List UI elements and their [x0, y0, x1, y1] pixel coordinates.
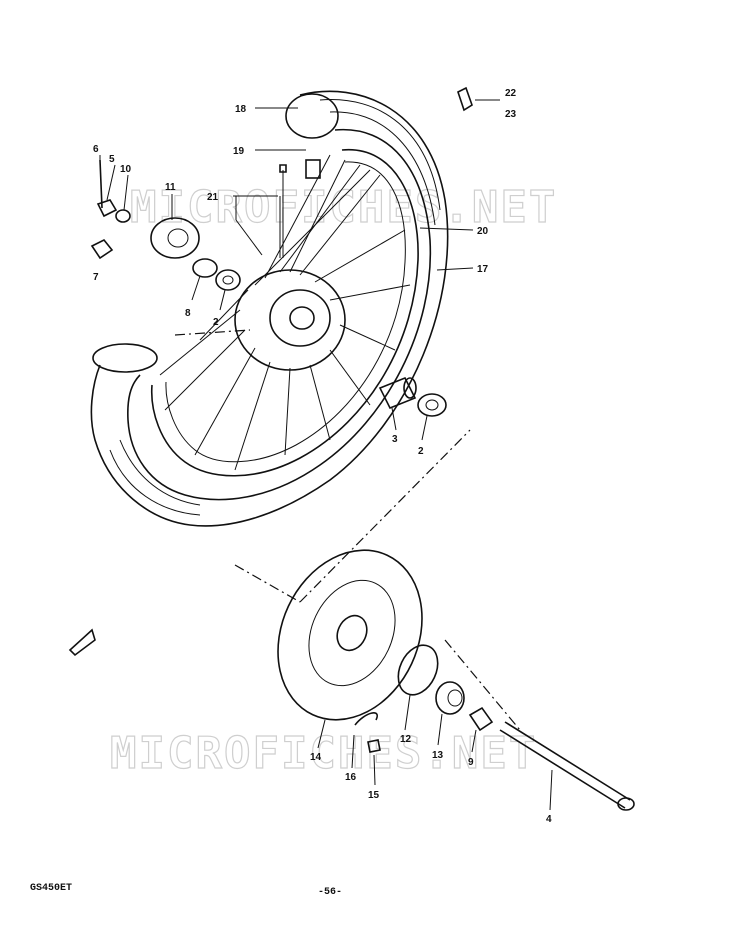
part-label-19: 19 [233, 146, 245, 157]
part-label-7: 7 [93, 272, 99, 283]
tire-cutaway [90, 90, 449, 527]
speedometer-gearbox [435, 681, 465, 715]
part-label-12: 12 [400, 734, 412, 745]
page-number: -56- [318, 887, 343, 898]
part-label-10: 10 [120, 164, 132, 175]
spoke-nipple [99, 159, 103, 209]
disc-bolt [367, 739, 381, 753]
bearing-left [215, 269, 241, 291]
part-label-14: 14 [310, 752, 322, 763]
leader-lines [99, 99, 553, 811]
lock-washer [354, 712, 379, 726]
part-label-11: 11 [165, 182, 176, 193]
part-label-9: 9 [468, 757, 474, 768]
brake-disc [277, 549, 423, 721]
part-label-5: 5 [109, 154, 115, 165]
valve-cap [305, 159, 321, 179]
nut-5 [96, 199, 118, 218]
spacer-8 [192, 258, 218, 278]
part-label-8: 8 [185, 308, 191, 319]
part-label-6: 6 [93, 144, 99, 155]
part-label-2-right: 2 [418, 446, 424, 457]
bearing-right [417, 393, 447, 417]
axle-spacer [378, 376, 417, 410]
rim [150, 149, 419, 477]
front-axle [499, 721, 635, 811]
part-label-20: 20 [477, 226, 489, 237]
watermark-bottom: MICROFICHES.NET [110, 728, 537, 779]
part-label-17: 17 [477, 264, 489, 275]
nut-7 [90, 238, 114, 260]
part-label-16: 16 [345, 772, 357, 783]
part-label-2-left: 2 [213, 317, 219, 328]
spacer-9 [468, 706, 494, 732]
part-label-21: 21 [207, 192, 219, 203]
part-label-13: 13 [432, 750, 444, 761]
watermark-top: MICROFICHES.NET [130, 182, 557, 233]
spoke-set [279, 164, 287, 258]
part-label-23: 23 [505, 109, 517, 120]
tire-valve [457, 86, 473, 112]
model-code: GS450ET [30, 883, 73, 894]
front-direction-arrow-icon [68, 628, 96, 657]
part-label-18: 18 [235, 104, 247, 115]
part-label-22: 22 [505, 88, 517, 99]
disc-gasket [397, 644, 439, 696]
speedometer-gearbox-plate [150, 217, 200, 259]
washer-10 [115, 209, 131, 223]
part-label-4: 4 [546, 814, 552, 825]
part-label-3: 3 [392, 434, 398, 445]
part-label-15: 15 [368, 790, 380, 801]
wheel-hub [159, 154, 411, 471]
